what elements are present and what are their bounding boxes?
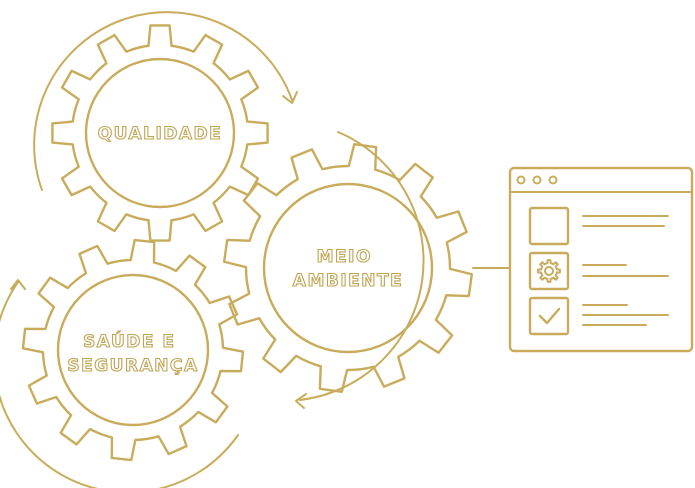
gear-hub (544, 266, 554, 276)
window-dot (548, 175, 558, 185)
gear-icon (21, 238, 245, 462)
checklist-window (508, 166, 694, 353)
checkbox-gear (528, 251, 570, 291)
arrow-right (299, 131, 425, 401)
gear-icon (537, 259, 561, 283)
checkbox-checked (528, 296, 570, 336)
window-dots (516, 175, 558, 185)
gear-label-environment: MEIO AMBIENTE (293, 247, 403, 291)
gear-label-line: AMBIENTE (293, 271, 403, 291)
gear-inner-ring (84, 57, 236, 209)
gear-label-line: SAÚDE E (83, 330, 175, 352)
checklist-item (528, 251, 669, 291)
gear-inner-ring (262, 182, 434, 354)
gear-label-quality: QUALIDADE (98, 124, 223, 144)
gear-icon (222, 142, 474, 394)
window-frame (508, 166, 694, 353)
arrow-top-head (282, 91, 298, 104)
arrow-left-head (10, 279, 26, 290)
gear-label-line: MEIO (317, 247, 372, 267)
gear-environment: MEIO AMBIENTE (222, 142, 474, 394)
gear-health-safety: SAÚDE E SEGURANÇA (21, 238, 245, 462)
gear-quality: QUALIDADE (51, 24, 269, 242)
gear-label-line: QUALIDADE (98, 124, 223, 144)
checklist-item (528, 206, 669, 246)
checkmark-icon (538, 307, 561, 325)
checklist-item (528, 296, 669, 336)
gear-inner-ring (56, 273, 210, 427)
arrow-top (33, 11, 293, 191)
gear-label-line: SEGURANÇA (67, 356, 198, 376)
gear-icon (51, 24, 269, 242)
window-dot (516, 175, 526, 185)
checkbox-empty (528, 206, 570, 246)
arrow-right-head (295, 393, 307, 409)
gear-label-health-safety: SAÚDE E SEGURANÇA (67, 330, 198, 376)
cycle-arrows (0, 11, 425, 488)
window-dot (532, 175, 542, 185)
arrow-left (0, 281, 239, 488)
